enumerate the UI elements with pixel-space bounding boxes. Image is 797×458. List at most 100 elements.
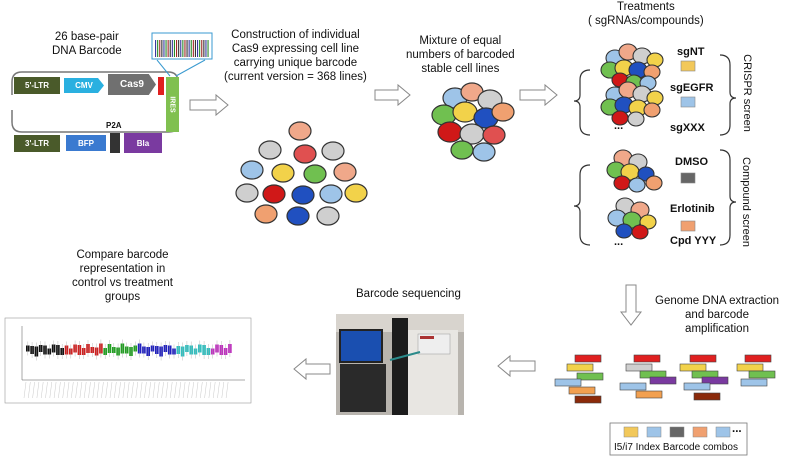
plot-tick <box>62 381 65 399</box>
bla-box: Bla <box>124 133 162 153</box>
plot-tick <box>161 381 164 399</box>
plot-tick <box>191 381 194 399</box>
index-swatch-blue <box>646 426 662 438</box>
barcode-line <box>171 40 173 57</box>
treatments-label: Treatments ( sgRNAs/compounds) <box>588 1 704 27</box>
plot-tick <box>41 381 44 399</box>
compare-label: Compare barcode representation in contro… <box>72 249 173 303</box>
barcode-line <box>190 40 192 57</box>
plot-tick <box>165 381 169 399</box>
arrow-right-2 <box>374 83 411 107</box>
plot-tick <box>144 381 147 399</box>
index-swatch-orange <box>692 426 708 438</box>
plot-tick <box>58 381 61 399</box>
plot-tick <box>208 381 212 399</box>
treatment-dmso: DMSO <box>675 156 708 168</box>
barcode-zoom-line <box>175 59 206 77</box>
p2a-label: P2A <box>106 121 122 130</box>
treatment-cpd-yyy: Cpd YYY <box>670 235 717 247</box>
arrow-right-1 <box>189 93 229 117</box>
brace-crispr-left <box>573 69 591 136</box>
plot-tick <box>71 381 74 399</box>
barcode-line <box>201 40 203 57</box>
dna-barcode-strip <box>151 32 213 60</box>
treatment-erlotinib: Erlotinib <box>670 203 715 215</box>
plot-tick <box>109 381 113 399</box>
barcode-line <box>163 40 165 57</box>
cell-lines-individual <box>235 121 368 226</box>
brace-crispr-right <box>719 54 737 136</box>
ires-box: IRES <box>166 77 179 132</box>
plot-tick <box>178 381 181 399</box>
swatch-erlotinib <box>680 220 696 232</box>
plot-tick <box>32 381 35 399</box>
plot-tick <box>101 381 104 399</box>
barcode-line <box>188 40 190 57</box>
barcode-line <box>203 40 205 57</box>
bla-label: Bla <box>136 138 150 148</box>
barcode-line <box>167 40 169 57</box>
barcode-line <box>173 40 175 57</box>
barcode-line <box>182 40 184 57</box>
ires-label: IRES <box>169 96 176 113</box>
ltr3-box: 3'-LTR <box>14 135 60 152</box>
plot-tick <box>195 381 199 399</box>
index-combos-label: I5/i7 Index Barcode combos <box>614 442 738 453</box>
plot-tick <box>49 381 52 399</box>
barcode-line <box>169 40 171 57</box>
barcode-line <box>197 40 199 57</box>
crispr-screen-label: CRISPR screen <box>740 54 753 132</box>
sequencing-label: Barcode sequencing <box>356 288 461 300</box>
swatch-sgEGFR <box>680 96 696 108</box>
plot-tick <box>187 381 190 399</box>
plot-tick <box>96 381 100 399</box>
plot-tick <box>23 381 27 399</box>
brace-compound-right <box>719 149 737 246</box>
plot-tick <box>114 381 117 399</box>
plot-tick <box>79 381 83 399</box>
index-ellipsis: ... <box>732 423 742 435</box>
plot-tick <box>127 381 130 399</box>
cmv-label: CMV <box>75 81 93 90</box>
ltr5-box: 5'-LTR <box>14 77 60 94</box>
treatment-sgXXX: sgXXX <box>670 122 705 134</box>
plot-tick <box>200 381 203 399</box>
barcode-line <box>159 40 161 57</box>
compound-screen-label: Compound screen <box>739 157 752 247</box>
plot-tick <box>36 381 40 399</box>
barcode-line <box>192 40 194 57</box>
treatment-sgEGFR: sgEGFR <box>670 82 714 94</box>
barcode-line <box>205 40 207 57</box>
barcode-line <box>157 40 159 57</box>
barcode-line <box>184 40 186 57</box>
cells-sgEGFR <box>600 81 664 127</box>
plot-tick <box>53 381 57 399</box>
plot-tick <box>75 381 78 399</box>
cas9-box: Cas9 <box>108 74 156 95</box>
plot-tick <box>84 381 87 399</box>
index-swatch-yellow <box>623 426 639 438</box>
barcode-line <box>180 40 182 57</box>
amplicon-groups <box>554 354 776 404</box>
plot-tick <box>170 381 173 399</box>
barcode-line <box>176 40 178 57</box>
plot-tick <box>88 381 91 399</box>
barcode-line <box>161 40 163 57</box>
plot-tick <box>92 381 95 399</box>
swatch-sgNT <box>680 60 696 72</box>
bfp-label: BFP <box>78 138 94 148</box>
plot-tick <box>131 381 134 399</box>
barcode-line <box>165 40 167 57</box>
index-swatch-gray <box>669 426 685 438</box>
plot-tick <box>66 381 70 399</box>
cells-sgNT <box>600 43 664 91</box>
construction-label: Construction of individual Cas9 expressi… <box>224 29 367 83</box>
arrow-right-3 <box>519 83 558 107</box>
arrow-left-1 <box>497 354 536 378</box>
barcode-zoom-line <box>156 59 171 77</box>
plot-tick <box>28 381 31 399</box>
treatment-sgNT: sgNT <box>677 46 705 58</box>
cas9-label: Cas9 <box>120 79 144 90</box>
ltr5-label: 5'-LTR <box>25 81 49 90</box>
index-swatch-lightblue <box>715 426 731 438</box>
